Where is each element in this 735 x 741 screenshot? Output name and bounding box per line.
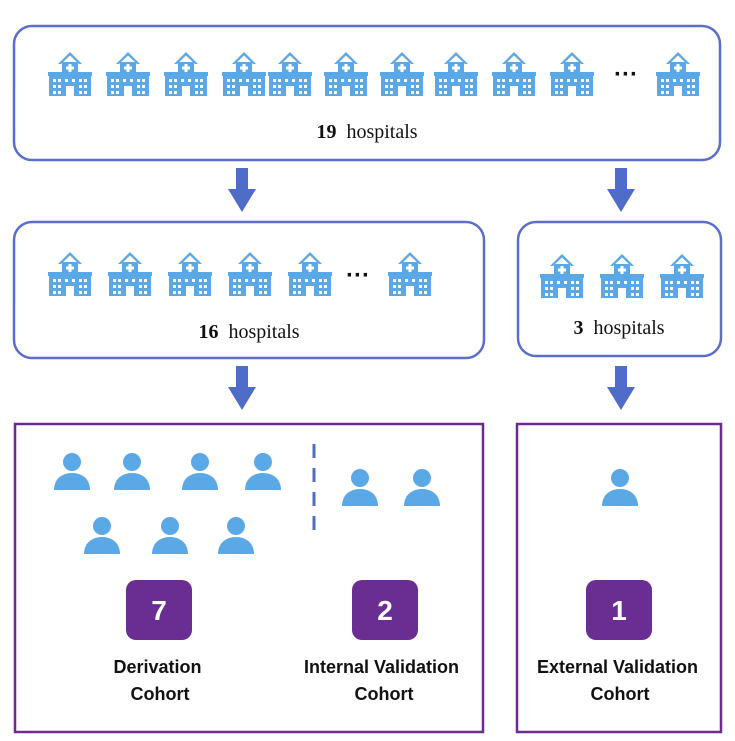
right-hospital-count-label: 3 hospitals [573,317,664,339]
top-hospital-count: 19 [316,121,336,143]
top-ellipsis: ··· [614,61,638,88]
arrow-top-to-right [607,168,635,212]
internal-validation-count: 2 [377,595,393,626]
external-validation-count: 1 [611,595,627,626]
top-hospital-box: ··· 19 hospitals [12,24,722,162]
left-hospital-count: 16 [198,321,218,343]
right-hospital-unit: hospitals [593,317,664,339]
external-validation-cohort-box: 1 External Validation Cohort [515,422,723,734]
top-hospital-count-label: 19 hospitals [316,121,417,143]
external-validation-label: External Validation Cohort [537,657,703,704]
derivation-internal-cohort-box: 7 Derivation Cohort 2 Internal Validatio… [13,422,485,734]
left-hospital-box: ··· 16 hospitals [12,220,486,360]
internal-validation-count-badge: 2 [352,580,418,640]
right-hospital-box: 3 hospitals [516,220,723,358]
arrow-left-to-cohorts [228,366,256,410]
right-hospital-count: 3 [573,317,583,339]
derivation-count-badge: 7 [126,580,192,640]
derivation-count: 7 [151,595,167,626]
left-hospital-unit: hospitals [228,321,299,343]
left-ellipsis: ··· [346,262,370,289]
left-hospital-count-label: 16 hospitals [198,321,299,343]
external-validation-count-badge: 1 [586,580,652,640]
derivation-label: Derivation Cohort [113,657,206,704]
top-hospital-unit: hospitals [346,121,417,143]
internal-validation-label: Internal Validation Cohort [304,657,464,704]
arrow-top-to-left [228,168,256,212]
arrow-right-to-external [607,366,635,410]
